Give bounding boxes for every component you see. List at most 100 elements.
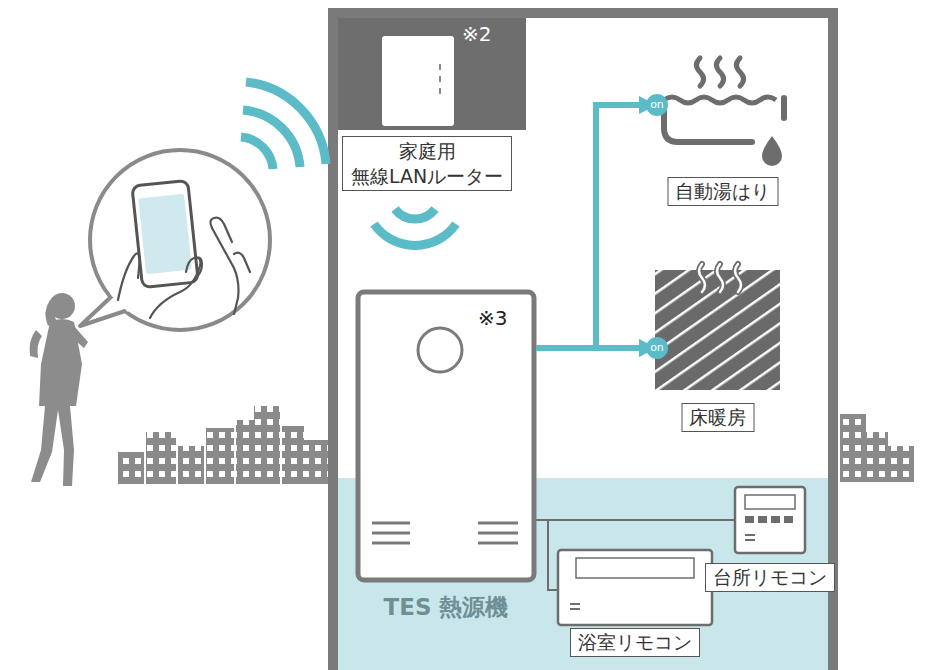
phone-bubble (80, 150, 270, 330)
remote-button (758, 516, 767, 523)
building (146, 432, 176, 484)
router-alcove (336, 16, 526, 130)
bathtub (664, 98, 784, 142)
building (282, 426, 304, 484)
smartphone (132, 180, 198, 287)
unit-heading: TES 熱源機 (384, 592, 509, 623)
auto-fill-node: 自動湯はり (655, 55, 790, 165)
water-surface (664, 97, 776, 103)
hot-water-arrow (536, 105, 655, 348)
steam-line (717, 58, 724, 86)
wifi-arc (243, 110, 300, 167)
building (206, 428, 234, 484)
router-body (382, 36, 454, 126)
person-bag (30, 330, 42, 358)
steam-outline (735, 264, 741, 292)
bubble-join (110, 294, 140, 312)
node-label: 床暖房 (681, 403, 754, 432)
vent-line (372, 522, 410, 525)
kitchen-remote-icon (735, 487, 805, 553)
wifi-arc (246, 82, 326, 164)
person-arm (70, 326, 88, 348)
hand-line (234, 253, 250, 272)
building (304, 440, 328, 484)
bath-icon (664, 58, 784, 166)
bathroom-remote-icon (558, 550, 712, 625)
tes-unit (358, 292, 534, 580)
person-silhouette (30, 293, 88, 486)
phone-body (132, 180, 198, 287)
remote-button (745, 516, 754, 523)
remote-buttons (745, 516, 793, 541)
wifi-arc (395, 209, 435, 219)
remote-marks (570, 603, 580, 610)
router-label-box: 家庭用 無線LANルーター (342, 136, 512, 191)
wifi-arc (241, 137, 273, 169)
steam-outline (699, 264, 705, 292)
vent-line (478, 532, 518, 535)
tes-dial (418, 328, 462, 372)
remote-body (735, 487, 805, 553)
router-icon (382, 36, 454, 126)
steam (697, 58, 744, 86)
building (254, 406, 280, 484)
building (178, 446, 204, 484)
floor-heating-node: 床暖房 (655, 265, 780, 390)
node-label: 自動湯はり (667, 177, 778, 206)
remote-mark (570, 608, 580, 610)
steam-outline (717, 264, 723, 292)
steam-line (735, 264, 741, 292)
steam-line (697, 58, 704, 86)
hand-line (212, 228, 239, 314)
node-label: 台所リモコン (705, 563, 835, 592)
vent-line (478, 522, 518, 525)
floor-boards (655, 270, 780, 390)
bathroom-remote: 浴室リモコン (558, 550, 712, 625)
tes-vents (372, 523, 518, 543)
building (888, 446, 914, 482)
router-led (439, 64, 441, 70)
heat-source-unit: TES 熱源機 (356, 290, 536, 582)
remote-display (576, 558, 694, 578)
steam-line (699, 264, 705, 292)
remote-mark (745, 539, 755, 541)
vent-line (372, 542, 410, 545)
steam-line (737, 58, 744, 86)
building (866, 432, 888, 482)
router-led (439, 76, 441, 82)
steam-line (717, 264, 723, 292)
remote-display (745, 495, 795, 509)
hand-line (196, 258, 202, 278)
hands (118, 218, 250, 318)
node-label: 家庭用 無線LANルーター (351, 139, 503, 188)
hot-water-arrow (536, 345, 655, 351)
remote-wire (536, 520, 558, 590)
on-indicator: on (646, 337, 668, 359)
on-indicator: on (646, 94, 668, 116)
tes-housing (358, 292, 534, 580)
building (840, 414, 866, 482)
remote-mark (570, 603, 580, 605)
wifi-arc (374, 224, 456, 245)
water-drop (762, 136, 782, 166)
vent-line (478, 542, 518, 545)
person-body (31, 319, 82, 486)
kitchen-remote: 台所リモコン (735, 487, 805, 553)
floor-heating-icon (655, 264, 780, 390)
remote-mark (745, 534, 755, 536)
hand-line (118, 253, 140, 300)
hand-line (150, 258, 200, 318)
phone-screen (138, 194, 192, 274)
remote-wire (536, 519, 735, 521)
remote-body (558, 550, 712, 625)
vent-line (372, 532, 410, 535)
floor-steam (699, 264, 741, 292)
building (118, 452, 144, 484)
node-label: 浴室リモコン (570, 628, 700, 657)
callout-number: ※2 (462, 24, 491, 44)
remote-button (784, 516, 793, 523)
remote-button (771, 516, 780, 523)
hand-line (210, 218, 232, 242)
router-led (439, 88, 441, 94)
